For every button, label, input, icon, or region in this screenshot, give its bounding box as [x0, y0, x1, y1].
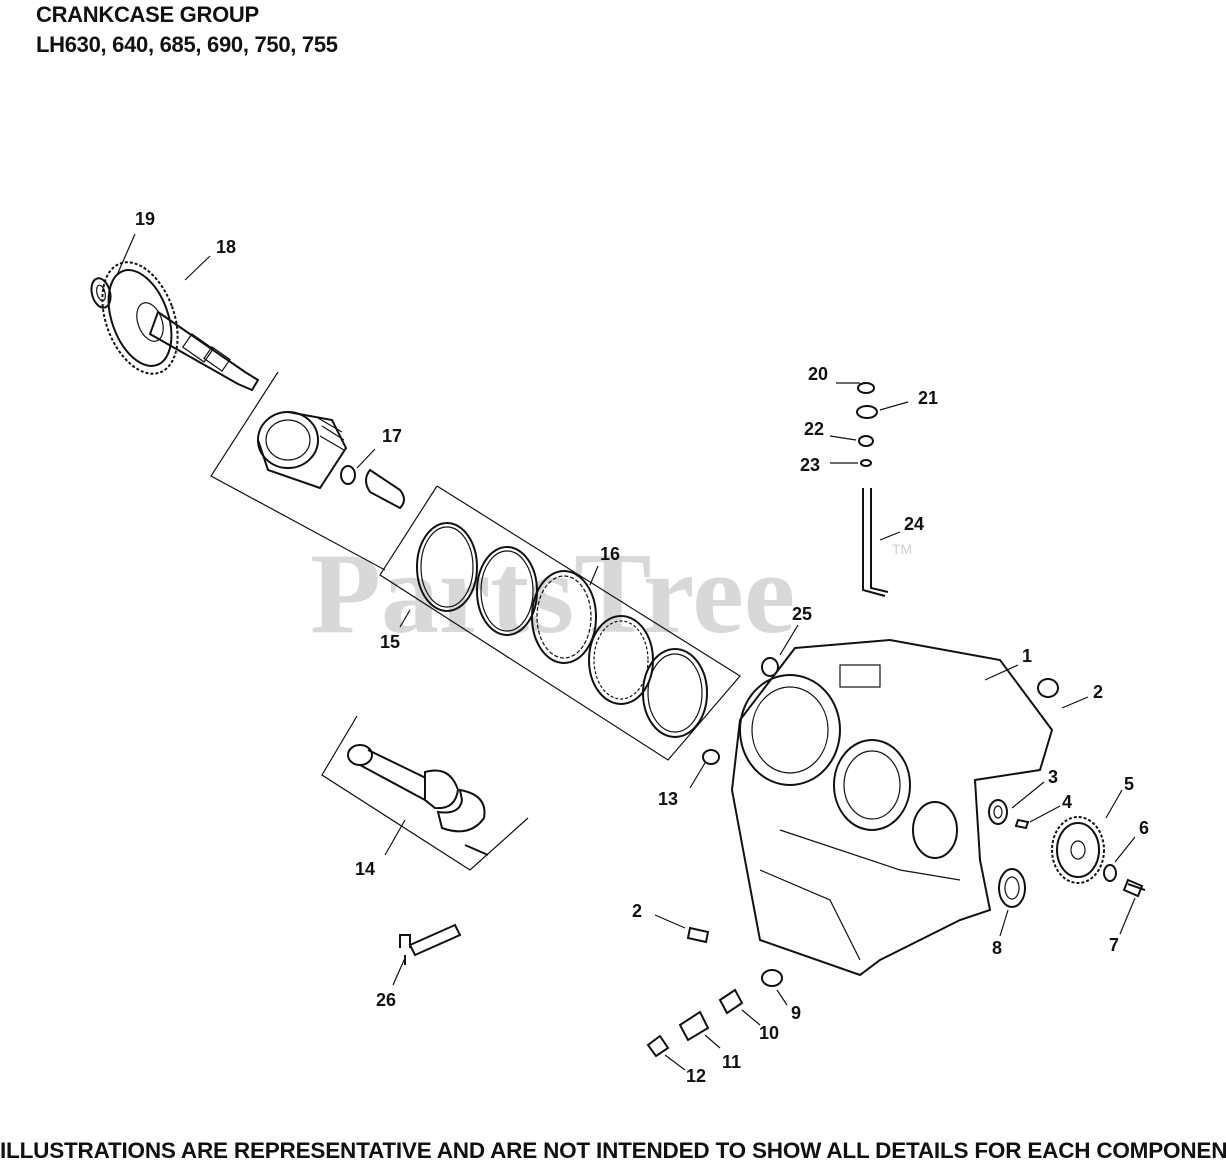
title-group-name: CRANKCASE GROUP: [36, 2, 259, 27]
piston-assembly-box: [210, 371, 386, 571]
piston-rings-box: [379, 485, 741, 761]
watermark-trademark: TM: [892, 541, 912, 557]
part-25-dowel-pin[interactable]: [761, 657, 779, 677]
part-3-oil-seal[interactable]: [988, 799, 1008, 825]
callout-3[interactable]: 3: [1048, 767, 1058, 787]
part-14-connecting-rod[interactable]: [347, 744, 489, 856]
callout-11[interactable]: 11: [722, 1052, 741, 1072]
part-17-retaining-ring[interactable]: [340, 465, 356, 485]
diagram-title: CRANKCASE GROUP LH630, 640, 685, 690, 75…: [36, 0, 338, 60]
part-piston[interactable]: [257, 411, 348, 490]
part-5-gear[interactable]: [1051, 816, 1105, 884]
title-model-list: LH630, 640, 685, 690, 750, 755: [36, 32, 338, 57]
callout-25[interactable]: 25: [792, 604, 812, 624]
callout-7[interactable]: 7: [1109, 935, 1119, 955]
part-2-plug-upper[interactable]: [1037, 678, 1059, 698]
callout-labels: 19 18 17 16 15 14 13 12 11 10 9 8 7 6 5 …: [135, 209, 1149, 1086]
part-21-washer[interactable]: [856, 405, 878, 419]
watermark-text: PartsTree: [310, 530, 795, 658]
part-12-plug[interactable]: [646, 1034, 670, 1058]
callout-19[interactable]: 19: [135, 209, 155, 229]
callout-21[interactable]: 21: [918, 388, 938, 408]
part-11-fitting[interactable]: [678, 1010, 710, 1042]
callout-26[interactable]: 26: [376, 990, 396, 1010]
callout-5[interactable]: 5: [1124, 774, 1134, 794]
part-16-piston-rings[interactable]: [416, 522, 708, 738]
part-22-seal[interactable]: [858, 435, 874, 447]
part-20-washer[interactable]: [857, 382, 875, 394]
part-24-shaft[interactable]: [862, 488, 889, 597]
callout-22[interactable]: 22: [804, 419, 824, 439]
part-4-key[interactable]: [1014, 818, 1030, 830]
callout-20[interactable]: 20: [808, 364, 828, 384]
callout-8[interactable]: 8: [992, 938, 1002, 958]
leader-lines: [116, 233, 1136, 1071]
part-26-oil-drain[interactable]: [399, 923, 462, 965]
part-1-crankcase[interactable]: [730, 638, 1054, 977]
part-8-oil-seal[interactable]: [998, 868, 1026, 908]
callout-17[interactable]: 17: [382, 426, 402, 446]
callout-6[interactable]: 6: [1139, 818, 1149, 838]
callout-24[interactable]: 24: [904, 514, 924, 534]
callout-2-lower[interactable]: 2: [632, 901, 642, 921]
callout-18[interactable]: 18: [216, 237, 236, 257]
callout-16[interactable]: 16: [600, 544, 620, 564]
callout-1[interactable]: 1: [1022, 646, 1032, 666]
callout-23[interactable]: 23: [800, 455, 820, 475]
callout-10[interactable]: 10: [759, 1023, 779, 1043]
callout-14[interactable]: 14: [355, 859, 375, 879]
part-2-plug-lower[interactable]: [686, 926, 710, 944]
callout-15[interactable]: 15: [380, 632, 400, 652]
part-7-screw[interactable]: [1122, 878, 1146, 898]
part-10-fitting[interactable]: [718, 988, 744, 1015]
part-6-washer[interactable]: [1103, 864, 1117, 882]
callout-13[interactable]: 13: [658, 789, 678, 809]
part-18-camshaft[interactable]: [88, 252, 260, 392]
part-13-dowel-pin[interactable]: [702, 749, 720, 765]
part-piston-pin[interactable]: [365, 468, 405, 510]
part-9-plug[interactable]: [761, 969, 783, 987]
callout-4[interactable]: 4: [1062, 792, 1072, 812]
disclaimer-footer: ILLUSTRATIONS ARE REPRESENTATIVE AND ARE…: [0, 1138, 1226, 1163]
connecting-rod-box: [321, 715, 529, 871]
part-23-o-ring[interactable]: [860, 459, 872, 467]
callout-9[interactable]: 9: [791, 1003, 801, 1023]
callout-12[interactable]: 12: [686, 1066, 706, 1086]
callout-2-upper[interactable]: 2: [1093, 682, 1103, 702]
